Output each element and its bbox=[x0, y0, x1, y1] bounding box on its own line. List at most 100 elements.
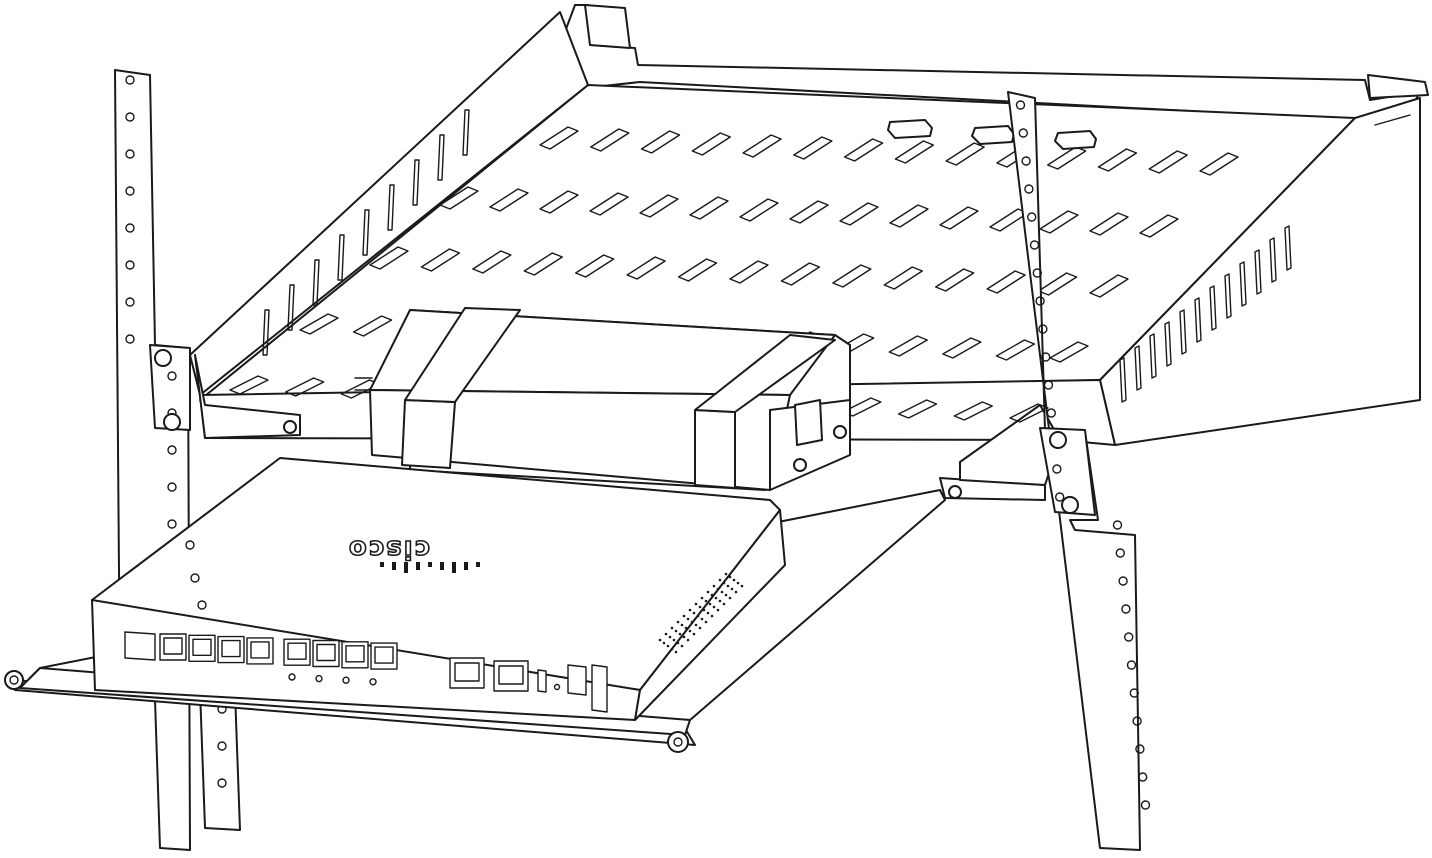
floor-slot bbox=[489, 188, 529, 212]
vent-hole bbox=[706, 611, 710, 615]
rail-hole bbox=[1112, 520, 1123, 530]
rj45-port-inner bbox=[287, 642, 307, 660]
vent-hole bbox=[698, 626, 702, 630]
floor-slot bbox=[939, 206, 979, 230]
vent-hole bbox=[710, 614, 714, 618]
floor-slot bbox=[1037, 272, 1078, 296]
rail-hole bbox=[1054, 492, 1065, 502]
side-slot bbox=[1284, 225, 1292, 271]
vent-hole bbox=[686, 617, 690, 621]
side-slot bbox=[412, 159, 420, 206]
rail-hole bbox=[1040, 352, 1051, 362]
vent-hole bbox=[678, 632, 682, 636]
vent-hole bbox=[722, 581, 726, 585]
rj45-port-inner bbox=[163, 637, 183, 655]
cisco-logo-bars bbox=[380, 562, 480, 573]
vent-hole bbox=[686, 638, 690, 642]
vent-hole bbox=[658, 638, 662, 642]
rail-screws bbox=[154, 349, 1079, 514]
vent-hole bbox=[700, 596, 704, 600]
rail-hole bbox=[217, 741, 227, 751]
uplink-port-inner bbox=[454, 662, 480, 682]
floor-slot bbox=[953, 401, 993, 421]
rail-hole bbox=[1140, 800, 1151, 810]
vent-hole bbox=[682, 614, 686, 618]
floor-slot bbox=[472, 250, 512, 274]
floor-slot bbox=[299, 313, 339, 335]
logo-bar bbox=[452, 562, 456, 573]
rail-hole bbox=[125, 112, 135, 122]
floor-slot bbox=[352, 315, 393, 337]
side-slots-right bbox=[1119, 225, 1292, 403]
status-led bbox=[288, 673, 296, 681]
rack-rail-left bbox=[114, 69, 241, 851]
rail-hole bbox=[1018, 128, 1028, 138]
floor-slot bbox=[942, 337, 982, 359]
floor-slot bbox=[689, 196, 729, 220]
screw-top-1 bbox=[185, 540, 195, 550]
side-slot bbox=[1224, 273, 1232, 319]
vent-hole bbox=[728, 575, 732, 579]
floor-slot bbox=[1046, 146, 1087, 170]
floor-slot bbox=[575, 254, 615, 278]
floor-slot bbox=[742, 134, 782, 158]
vent-hole bbox=[708, 602, 712, 606]
vent-hole bbox=[724, 593, 728, 597]
rail-hole bbox=[167, 519, 177, 529]
vent-hole bbox=[734, 590, 738, 594]
logo-bar bbox=[416, 562, 420, 570]
floor-slot bbox=[589, 192, 629, 216]
side-slot bbox=[337, 234, 345, 281]
vent-hole bbox=[688, 608, 692, 612]
screw-top-3 bbox=[197, 600, 207, 610]
floor-slot bbox=[894, 140, 935, 164]
floor-slot bbox=[677, 258, 718, 282]
rail-hole bbox=[125, 149, 135, 159]
floor-slot bbox=[729, 260, 769, 284]
rj45-port-inner bbox=[316, 643, 336, 662]
vent-hole bbox=[698, 605, 702, 609]
floor-slot bbox=[888, 335, 928, 357]
floor-slot bbox=[889, 204, 929, 228]
rail-hole bbox=[125, 297, 135, 307]
rail-hole bbox=[125, 186, 135, 196]
floor-slot bbox=[691, 132, 732, 156]
status-leds bbox=[288, 673, 377, 686]
floor-slot bbox=[369, 246, 409, 270]
side-slot bbox=[1149, 333, 1157, 379]
vent-hole bbox=[670, 626, 674, 630]
vent-hole bbox=[712, 584, 716, 588]
rail-hole bbox=[1129, 688, 1140, 698]
screw-top-2 bbox=[190, 573, 200, 583]
vent-hole bbox=[736, 581, 740, 585]
network-device: cisco bbox=[91, 457, 786, 721]
rail-hole bbox=[167, 371, 177, 381]
floor-slot bbox=[995, 339, 1036, 361]
rail-hole bbox=[1121, 604, 1131, 614]
floor-slot bbox=[420, 248, 461, 272]
console-cover bbox=[591, 664, 608, 713]
side-slots-left bbox=[262, 109, 470, 356]
floor-slot bbox=[285, 377, 325, 397]
floor-slot bbox=[1089, 274, 1129, 298]
side-slot bbox=[437, 134, 445, 181]
rj45-port-inner bbox=[345, 645, 365, 663]
floor-slot bbox=[439, 186, 479, 210]
rail-hole bbox=[1132, 716, 1142, 726]
usb-c-port bbox=[537, 669, 547, 693]
rail-hole bbox=[167, 482, 177, 492]
vent-hole bbox=[722, 602, 726, 606]
vent-hole bbox=[718, 599, 722, 603]
vent-hole bbox=[710, 593, 714, 597]
uplink-port-group bbox=[449, 657, 529, 692]
side-slot bbox=[1194, 297, 1202, 343]
side-slot bbox=[1269, 237, 1277, 283]
logo-bar bbox=[380, 562, 384, 567]
vent-hole bbox=[728, 596, 732, 600]
floor-slot bbox=[1089, 212, 1129, 236]
power-supply bbox=[354, 307, 851, 491]
rail-hole bbox=[1024, 184, 1034, 194]
rail-hole bbox=[1032, 268, 1043, 278]
